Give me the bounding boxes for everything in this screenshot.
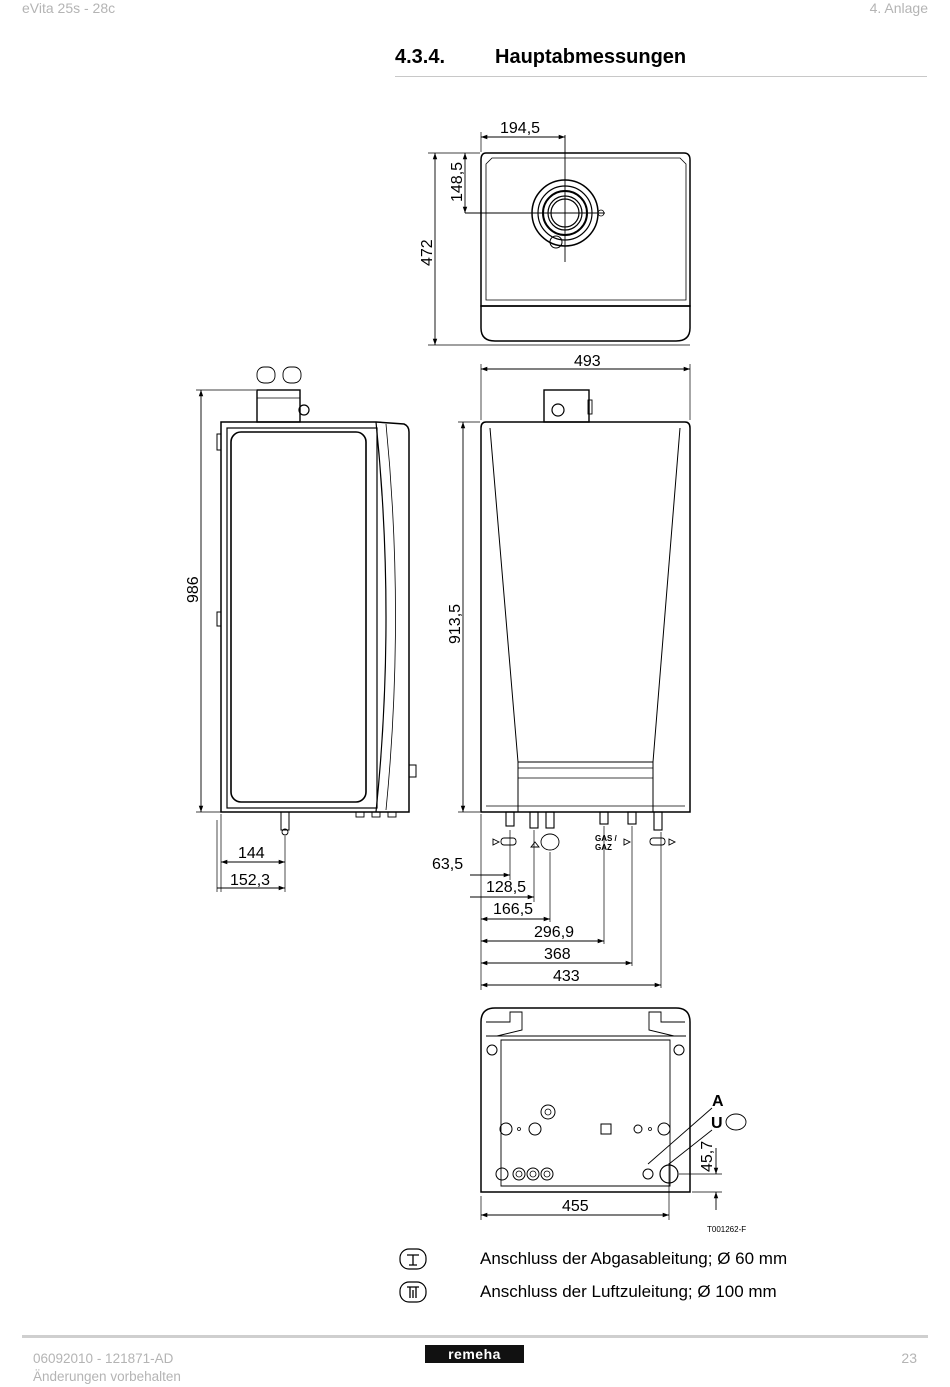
air-supply-inlet-icon — [399, 1281, 427, 1303]
dim-45-7: 45,7 — [699, 1141, 716, 1172]
header-product: eVita 25s - 28c — [22, 0, 116, 16]
dim-148-5: 148,5 — [449, 162, 466, 202]
footer-doc-info: 06092010 - 121871-AD Änderungen vorbehal… — [33, 1350, 181, 1386]
flue-gas-outlet-icon — [399, 1248, 427, 1270]
dim-144: 144 — [238, 845, 265, 862]
dim-433: 433 — [553, 968, 580, 985]
dim-128-5: 128,5 — [486, 879, 526, 896]
dim-472: 472 — [419, 239, 436, 266]
footer-doc-number: 06092010 - 121871-AD — [33, 1351, 174, 1366]
letter-a: A — [712, 1093, 724, 1110]
section-heading: 4.3.4. Hauptabmessungen — [395, 44, 927, 77]
section-title: Hauptabmessungen — [495, 46, 687, 68]
dim-63-5: 63,5 — [432, 856, 463, 873]
side-view — [216, 389, 417, 836]
dim-455: 455 — [562, 1198, 589, 1215]
dim-913-5: 913,5 — [447, 604, 464, 644]
page-number: 23 — [901, 1350, 917, 1366]
dim-296-9: 296,9 — [534, 924, 574, 941]
legend-text-air: Anschluss der Luftzuleitung; Ø 100 mm — [480, 1282, 777, 1301]
section-number: 4.3.4. — [395, 46, 446, 68]
side-view-connection-symbols — [256, 366, 302, 384]
dim-368: 368 — [544, 946, 571, 963]
bottom-view — [480, 1007, 713, 1220]
letter-u: U — [711, 1115, 723, 1132]
connection-symbols — [492, 833, 677, 851]
dim-166-5: 166,5 — [493, 901, 533, 918]
top-view — [465, 135, 691, 342]
footer-divider — [22, 1335, 928, 1338]
header-chapter: 4. Anlage — [869, 0, 928, 16]
brand-logo: remeha — [425, 1345, 524, 1363]
front-view — [480, 389, 691, 831]
dim-194-5: 194,5 — [500, 120, 540, 137]
dim-152-3: 152,3 — [230, 872, 270, 889]
gas-label-line2: GAZ — [595, 843, 612, 852]
dim-493: 493 — [574, 353, 601, 370]
brand-name: remeha — [448, 1346, 501, 1362]
footer-disclaimer: Änderungen vorbehalten — [33, 1369, 181, 1384]
gas-label-line1: GAS / — [595, 834, 618, 843]
legend-text-flue: Anschluss der Abgasableitung; Ø 60 mm — [480, 1249, 788, 1268]
dim-986: 986 — [185, 576, 202, 603]
drawing-code: T001262-F — [707, 1225, 746, 1234]
